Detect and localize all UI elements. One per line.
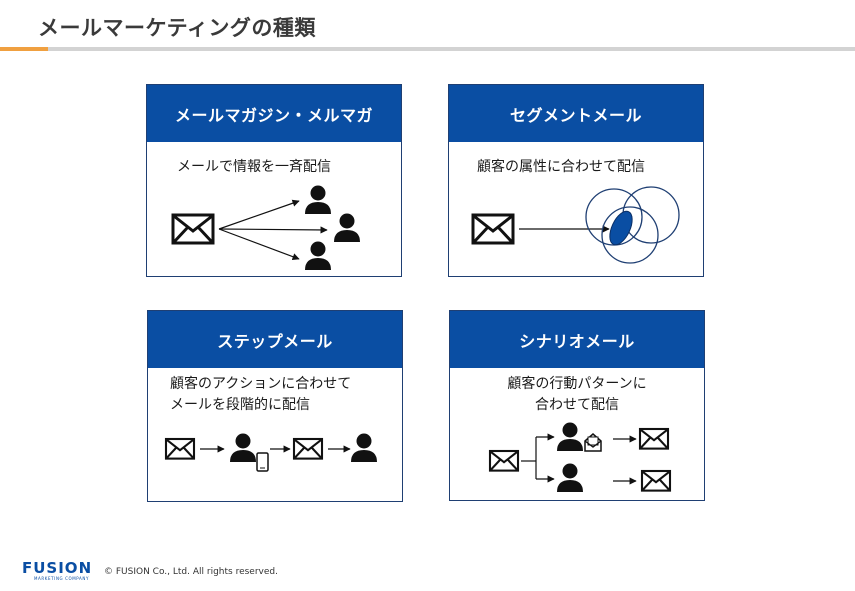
company-logo-subtitle: MARKETING COMPANY xyxy=(34,576,90,581)
person-icon xyxy=(557,422,583,451)
envelope-icon xyxy=(171,213,215,245)
envelope-icon xyxy=(638,427,670,450)
arrow-icon xyxy=(218,228,300,261)
card-mail-magazine: メールマガジン・メルマガ メールで情報を一斉配信 xyxy=(146,84,402,277)
card-segment-mail: セグメントメール 顧客の属性に合わせて配信 xyxy=(448,84,704,277)
segment-highlight xyxy=(609,210,633,246)
person-icon xyxy=(351,433,377,462)
broadcast-diagram xyxy=(171,185,360,270)
envelope-icon xyxy=(471,213,515,245)
segment-diagram xyxy=(471,186,680,264)
arrow-icon xyxy=(218,226,328,234)
open-envelope-icon xyxy=(584,433,602,452)
envelope-icon xyxy=(488,449,520,472)
step-diagram xyxy=(164,433,377,472)
person-icon xyxy=(557,463,583,492)
card-description-line: 顧客の行動パターンに xyxy=(507,376,647,392)
card-description-line: 顧客のアクションに合わせて xyxy=(170,376,352,392)
title-underline xyxy=(0,47,855,51)
card-title: ステップメール xyxy=(148,311,402,368)
card-description-line: メールを段階的に配信 xyxy=(170,397,310,413)
card-description: メールで情報を一斉配信 xyxy=(177,159,331,175)
person-icon xyxy=(305,185,331,214)
card-title: シナリオメール xyxy=(450,311,704,368)
copyright-text: © FUSION Co., Ltd. All rights reserved. xyxy=(104,567,278,577)
person-icon xyxy=(230,433,256,462)
card-title: メールマガジン・メルマガ xyxy=(147,85,401,142)
smartphone-icon xyxy=(256,452,269,472)
company-logo: FUSION xyxy=(22,559,93,577)
person-icon xyxy=(305,241,331,270)
card-description: 顧客のアクションに合わせて メールを段階的に配信 xyxy=(170,374,351,416)
card-description: 顧客の行動パターンに 合わせて配信 xyxy=(450,374,704,416)
scenario-diagram xyxy=(488,422,672,492)
envelope-icon xyxy=(164,437,196,460)
page-title: メールマーケティングの種類 xyxy=(38,16,316,40)
arrow-icon xyxy=(218,199,300,230)
card-description-line: 合わせて配信 xyxy=(535,397,619,413)
card-description: 顧客の属性に合わせて配信 xyxy=(477,159,645,175)
venn-diagram xyxy=(585,186,680,264)
person-icon xyxy=(334,213,360,242)
envelope-icon xyxy=(292,437,324,460)
card-step-mail: ステップメール 顧客のアクションに合わせて メールを段階的に配信 xyxy=(147,310,403,502)
envelope-icon xyxy=(640,469,672,492)
card-scenario-mail: シナリオメール 顧客の行動パターンに 合わせて配信 xyxy=(449,310,705,501)
title-underline-accent xyxy=(0,47,48,51)
card-title: セグメントメール xyxy=(449,85,703,142)
